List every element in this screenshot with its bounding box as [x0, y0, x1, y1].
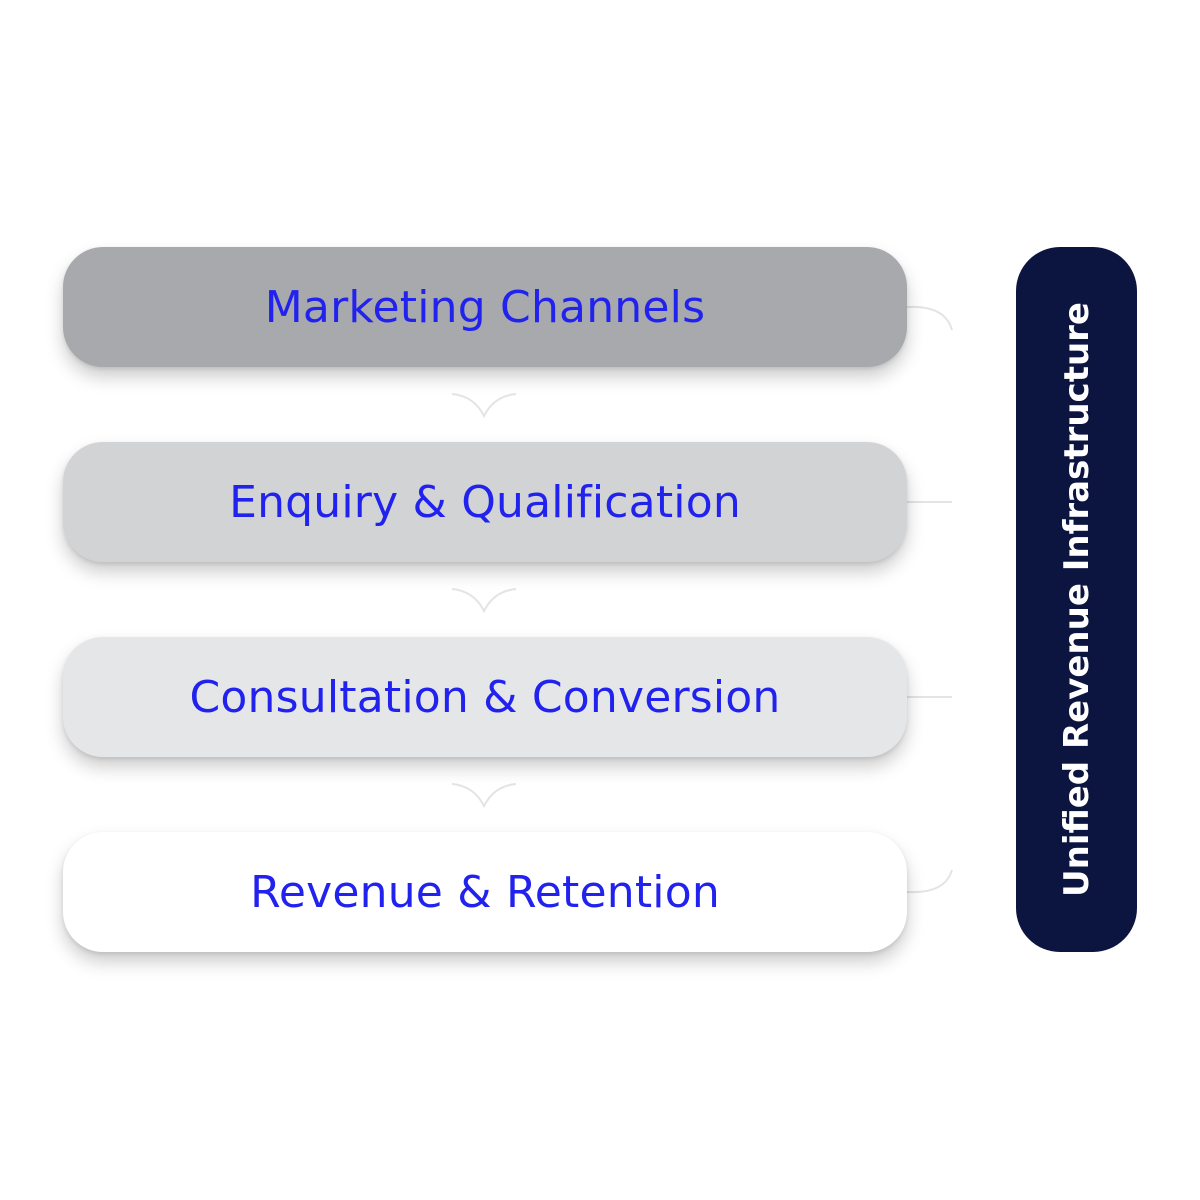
stage-label: Revenue & Retention	[250, 866, 720, 918]
stage-consultation-conversion: Consultation & Conversion	[63, 637, 907, 757]
side-connector	[906, 305, 953, 331]
down-chevron-icon	[451, 393, 517, 419]
stage-label: Consultation & Conversion	[189, 671, 781, 723]
down-chevron-icon	[451, 783, 517, 809]
stage-enquiry-qualification: Enquiry & Qualification	[63, 442, 907, 562]
sidebar-label: Unified Revenue Infrastructure	[1056, 302, 1097, 897]
down-chevron-icon	[451, 588, 517, 614]
side-connector	[906, 869, 953, 894]
sidebar-infrastructure: Unified Revenue Infrastructure	[1016, 247, 1137, 952]
stage-label: Enquiry & Qualification	[229, 476, 741, 528]
stage-revenue-retention: Revenue & Retention	[63, 832, 907, 952]
stage-label: Marketing Channels	[264, 281, 706, 333]
stage-marketing-channels: Marketing Channels	[63, 247, 907, 367]
